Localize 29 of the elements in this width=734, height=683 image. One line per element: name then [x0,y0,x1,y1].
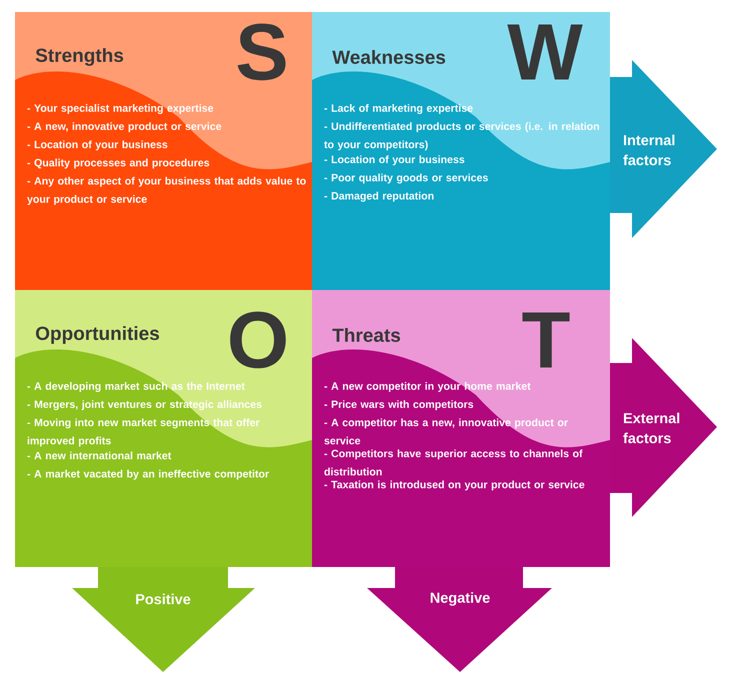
bullet-item: - Any other aspect of your business that adds value to your product or service [27,176,306,205]
arrow-label: Negative [430,592,490,606]
bullet-item: - Poor quality goods or services [324,174,488,184]
heading: Threats [332,328,400,342]
arrow-label: External factors [623,412,680,444]
bullet-item: - Location of your business [27,140,168,150]
big-letter: W [507,24,583,80]
heading: Opportunities [36,326,159,344]
bullet-item: - Quality processes and procedures [27,158,210,169]
bullet-item: - Lack of marketing expertise [324,104,473,114]
bullet-item: - Price wars with competitors [324,400,474,410]
bullet-item: - A new international market [27,452,172,460]
bullet-item: - A new, innovative product or service [27,122,222,132]
big-letter: O [230,312,286,368]
bullet-item: - Competitors have superior access to channels of distribution [324,449,583,476]
bullet-item: - A developing market such as the Internet [27,382,245,392]
bullet-item: - A new competitor in your home market [324,382,531,392]
bullet-item: - Your specialist marketing expertise [27,104,214,114]
heading: Weaknesses [332,50,446,64]
heading: Strengths [36,48,124,66]
bullet-item: - Location of your business [324,155,464,166]
bullet-item: - Taxation is introdused on your product or service [324,480,584,490]
bullet-item: - Moving into new market segments that offer improved profits [27,418,260,447]
big-letter: T [522,312,570,368]
big-letter: S [238,24,286,80]
bullet-item: - A market vacated by an ineffective competitor [27,470,269,480]
arrow-label: Internal factors [623,134,674,166]
bullet-item: - Damaged reputation [324,192,434,202]
arrow-label: Positive [136,594,190,604]
